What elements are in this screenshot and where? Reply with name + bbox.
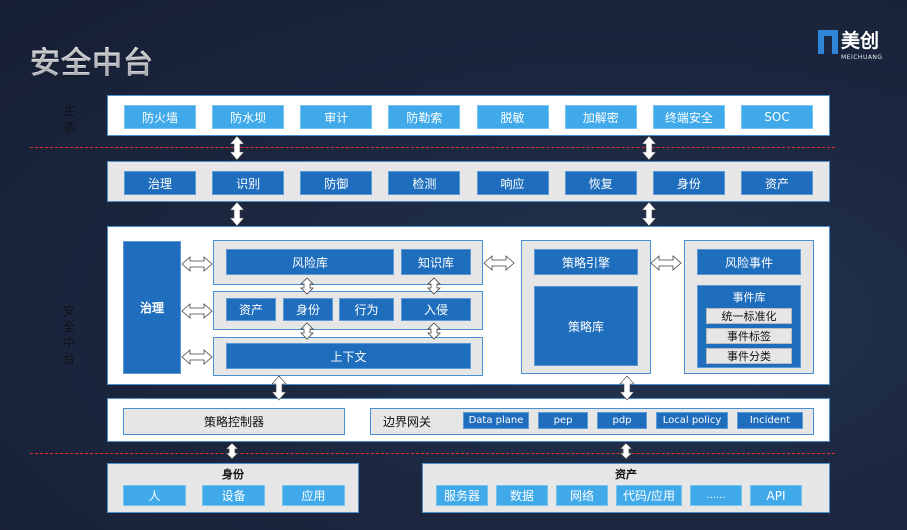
capability-item[interactable]: 资产 xyxy=(740,171,813,195)
event-library-title: 事件库 xyxy=(732,291,766,304)
risk-event[interactable]: 风险事件 xyxy=(697,249,801,275)
asset-item[interactable]: 数据 xyxy=(496,485,548,506)
ecosystem-item[interactable]: 防火墙 xyxy=(124,105,196,129)
knowledge-library[interactable]: 知识库 xyxy=(401,249,471,275)
policy-library[interactable]: 策略库 xyxy=(534,286,638,366)
ecosystem-label-char: 生 xyxy=(63,104,76,118)
policy-controller[interactable]: 策略控制器 xyxy=(123,408,345,435)
asset-item[interactable]: 网络 xyxy=(556,485,608,506)
policy-engine[interactable]: 策略引擎 xyxy=(534,249,638,275)
assets-panel: 资产 服务器 数据 网络 代码/应用 ...... API xyxy=(422,463,830,513)
bidirectional-arrow-icon xyxy=(181,349,213,365)
context-block[interactable]: 上下文 xyxy=(226,343,471,369)
capability-item[interactable]: 防御 xyxy=(300,171,373,195)
gateway-item[interactable]: Incident xyxy=(737,412,803,429)
ecosystem-item[interactable]: SOC xyxy=(740,105,813,129)
asset-item[interactable]: API xyxy=(750,485,802,506)
bidirectional-arrow-icon xyxy=(619,375,635,401)
asset-item[interactable]: 代码/应用 xyxy=(616,485,682,506)
capability-item[interactable]: 治理 xyxy=(124,171,196,195)
boundary-gateway-label: 边界网关 xyxy=(383,415,432,429)
boundary-dashed-line xyxy=(30,453,835,454)
event-library-item[interactable]: 事件标签 xyxy=(706,328,792,344)
entity-item[interactable]: 行为 xyxy=(339,298,394,321)
gateway-item[interactable]: Data plane xyxy=(463,412,529,429)
identity-item[interactable]: 人 xyxy=(123,485,186,506)
gateway-item[interactable]: pdp xyxy=(597,412,647,429)
capability-item[interactable]: 身份 xyxy=(652,171,725,195)
bidirectional-arrow-icon xyxy=(650,255,682,271)
ecosystem-item[interactable]: 加解密 xyxy=(564,105,637,129)
ecosystem-item[interactable]: 防勒索 xyxy=(388,105,461,129)
ecosystem-panel: 防火墙 防水坝 审计 防勒索 脱敏 加解密 终端安全 SOC xyxy=(107,95,830,136)
event-library-item[interactable]: 事件分类 xyxy=(706,348,792,364)
ecosystem-item[interactable]: 脱敏 xyxy=(476,105,549,129)
bidirectional-arrow-icon xyxy=(619,442,633,460)
ecosystem-item[interactable]: 防水坝 xyxy=(212,105,285,129)
bidirectional-arrow-icon xyxy=(483,255,515,271)
assets-title: 资产 xyxy=(615,468,637,481)
asset-item[interactable]: ...... xyxy=(690,485,742,506)
logo-name: 美创 xyxy=(841,30,880,52)
bidirectional-arrow-icon xyxy=(300,322,314,340)
capability-item[interactable]: 响应 xyxy=(476,171,549,195)
ecosystem-item[interactable]: 终端安全 xyxy=(652,105,725,129)
boundary-dashed-line xyxy=(30,147,835,148)
identity-panel: 身份 人 设备 应用 xyxy=(107,463,359,513)
gateway-item[interactable]: Local policy xyxy=(656,412,728,429)
bidirectional-arrow-icon xyxy=(229,201,245,227)
governance-block[interactable]: 治理 xyxy=(123,241,181,374)
bidirectional-arrow-icon xyxy=(300,277,314,295)
event-library[interactable]: 事件库 统一标准化 事件标签 事件分类 xyxy=(697,285,801,368)
entity-item[interactable]: 身份 xyxy=(283,298,333,321)
risk-library[interactable]: 风险库 xyxy=(226,249,394,275)
platform-label-char: 中 xyxy=(62,336,75,350)
logo-mark-icon xyxy=(818,30,838,54)
identity-item[interactable]: 应用 xyxy=(282,485,345,506)
platform-label-char: 安 xyxy=(62,304,75,318)
bidirectional-arrow-icon xyxy=(225,442,239,460)
capability-panel: 治理 识别 防御 检测 响应 恢复 身份 资产 xyxy=(107,161,830,202)
ecosystem-item[interactable]: 审计 xyxy=(300,105,373,129)
ecosystem-label: 生 态 xyxy=(62,103,78,135)
bidirectional-arrow-icon xyxy=(641,201,657,227)
bidirectional-arrow-icon xyxy=(427,322,441,340)
platform-label: 安 全 中 台 xyxy=(61,303,77,367)
bidirectional-arrow-icon xyxy=(641,135,657,161)
capability-item[interactable]: 恢复 xyxy=(564,171,637,195)
bidirectional-arrow-icon xyxy=(427,277,441,295)
bidirectional-arrow-icon xyxy=(229,135,245,161)
gateway-item[interactable]: pep xyxy=(538,412,588,429)
entity-item[interactable]: 资产 xyxy=(226,298,276,321)
identity-item[interactable]: 设备 xyxy=(202,485,265,506)
entity-item[interactable]: 入侵 xyxy=(401,298,471,321)
bidirectional-arrow-icon xyxy=(181,256,213,272)
event-library-item[interactable]: 统一标准化 xyxy=(706,308,792,324)
identity-title: 身份 xyxy=(222,468,244,481)
logo-subtitle: MEICHUANG xyxy=(841,54,883,61)
bidirectional-arrow-icon xyxy=(271,375,287,401)
platform-label-char: 全 xyxy=(62,320,75,334)
bidirectional-arrow-icon xyxy=(181,303,213,319)
page-title: 安全中台 xyxy=(30,38,154,82)
ecosystem-label-char: 态 xyxy=(63,120,76,134)
platform-label-char: 台 xyxy=(62,352,75,366)
capability-item[interactable]: 检测 xyxy=(388,171,461,195)
asset-item[interactable]: 服务器 xyxy=(436,485,488,506)
capability-item[interactable]: 识别 xyxy=(212,171,285,195)
brand-logo: 美创 MEICHUANG xyxy=(818,30,882,61)
